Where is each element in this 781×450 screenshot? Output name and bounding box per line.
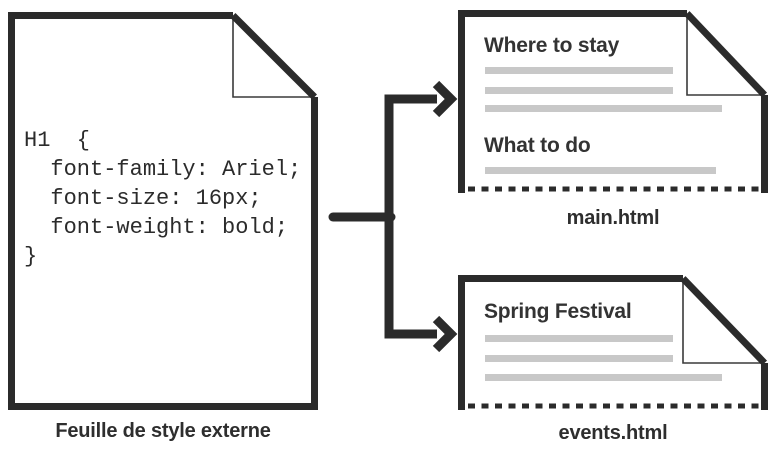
text-line-placeholder: [485, 87, 673, 94]
page-fold-outline: [458, 10, 768, 193]
page-border: [8, 12, 318, 410]
main-html-document: Where to stay What to do: [458, 10, 768, 206]
main-html-caption: main.html: [566, 207, 660, 229]
page-fold-outline: [8, 12, 318, 410]
page-border-left: [458, 10, 687, 193]
page-heading: Spring Festival: [484, 300, 632, 323]
text-line-placeholder: [485, 374, 722, 381]
stylesheet-document: H1 { font-family: Ariel; font-size: 16px…: [8, 12, 318, 410]
page-fold-outline: [458, 275, 768, 410]
page-border-left: [458, 275, 683, 410]
events-html-document: Spring Festival: [458, 275, 768, 415]
branch-arrows: [328, 80, 458, 353]
page-heading: Where to stay: [484, 34, 620, 57]
css-code-block: H1 { font-family: Ariel; font-size: 16px…: [24, 128, 302, 269]
text-line-placeholder: [485, 335, 673, 342]
page-heading: What to do: [484, 134, 591, 157]
text-line-placeholder: [485, 355, 673, 362]
fold-diagonal: [230, 13, 317, 100]
fold-diagonal: [684, 11, 768, 98]
stylesheet-caption: Feuille de style externe: [55, 420, 271, 442]
arrowhead-top-icon: [432, 80, 458, 118]
text-line-placeholder: [485, 67, 673, 74]
text-line-placeholder: [485, 105, 722, 112]
fold-diagonal: [680, 276, 768, 366]
text-line-placeholder: [485, 167, 716, 174]
arrowhead-bottom-icon: [432, 315, 458, 353]
events-html-caption: events.html: [558, 422, 668, 444]
arrow-trunk: [384, 94, 437, 339]
